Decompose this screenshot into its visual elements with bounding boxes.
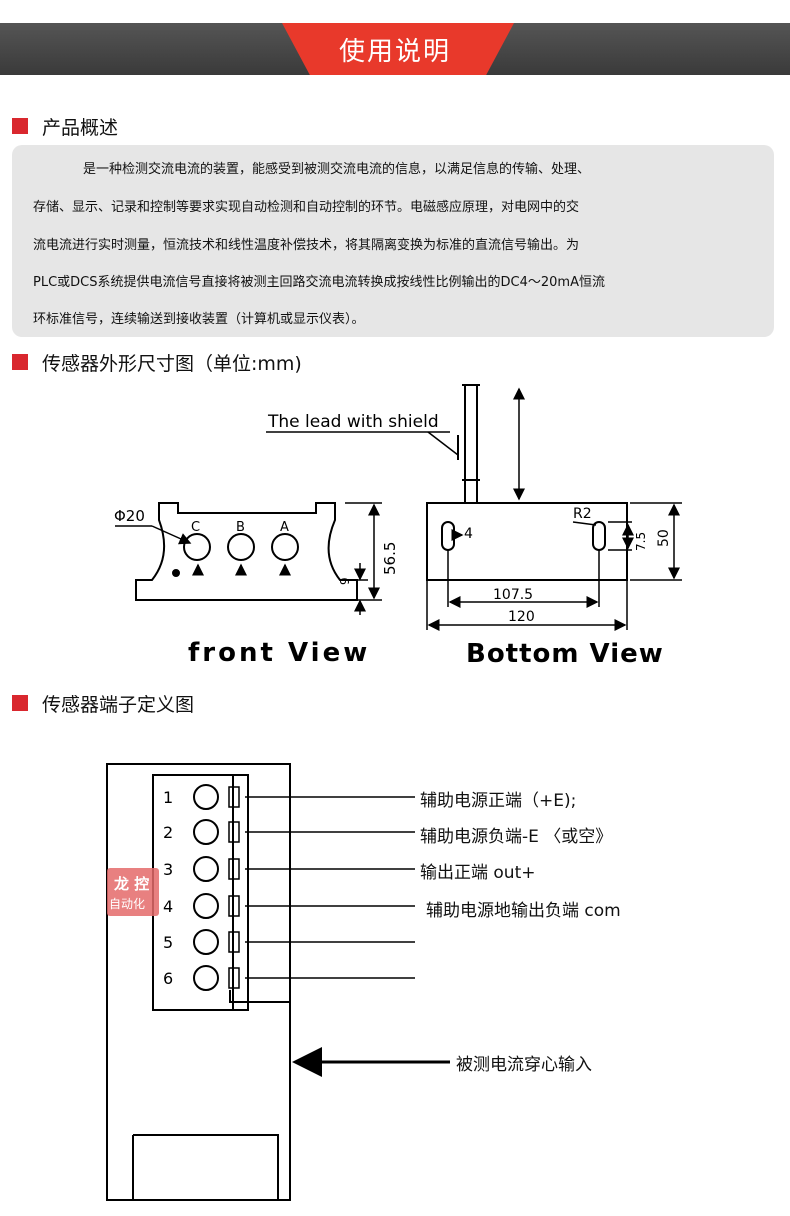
overview-heading-text: 产品概述 bbox=[42, 116, 119, 139]
lead-label: The lead with shield bbox=[267, 412, 439, 432]
terminal-label-a: A bbox=[280, 520, 289, 535]
dimension-drawing: Φ20 C B A 56.5 9 front View The lead wit… bbox=[114, 384, 682, 669]
red-square-bullet bbox=[12, 695, 28, 711]
terminal-number-1: 1 bbox=[163, 788, 173, 807]
hole-label: 4 bbox=[464, 526, 473, 542]
terminal-circle-c bbox=[183, 533, 211, 561]
width-label: 120 bbox=[508, 609, 535, 625]
overview-heading: 产品概述 bbox=[12, 113, 118, 139]
front-height-label: 56.5 bbox=[381, 542, 399, 575]
terminal-label-3: 输出正端 out+ bbox=[420, 863, 536, 883]
terminal-screw-3 bbox=[193, 856, 219, 882]
overview-line-4: PLC或DCS系统提供电流信号直接将被测主回路交流电流转换成按线性比例输出的DC… bbox=[33, 275, 605, 290]
terminal-number-2: 2 bbox=[163, 823, 173, 842]
brand-logo-line1: 龙 控 bbox=[113, 875, 149, 893]
mounting-slot-left bbox=[441, 521, 455, 551]
terminals-heading: 传感器端子定义图 bbox=[12, 690, 194, 716]
bottom-view-outline bbox=[426, 502, 628, 581]
terminal-label-4: 辅助电源地输出负端 com bbox=[426, 901, 621, 921]
current-input-label: 被测电流穿心输入 bbox=[456, 1055, 592, 1075]
front-view-outline bbox=[135, 502, 358, 601]
front-base-label: 9 bbox=[338, 577, 352, 585]
inner-width-label: 107.5 bbox=[493, 587, 533, 603]
terminal-screw-6 bbox=[193, 965, 219, 991]
terminal-screw-1 bbox=[193, 784, 219, 810]
radius-label: R2 bbox=[573, 506, 592, 522]
bottom-height-label: 50 bbox=[656, 529, 672, 547]
terminal-label-c: C bbox=[191, 520, 200, 535]
red-square-bullet bbox=[12, 354, 28, 370]
terminal-screw-5 bbox=[193, 929, 219, 955]
terminal-label-b: B bbox=[236, 520, 245, 535]
terminal-screw-2 bbox=[193, 819, 219, 845]
terminal-screw-4 bbox=[193, 893, 219, 919]
front-view-label: front View bbox=[188, 638, 370, 668]
dimensions-heading-text: 传感器外形尺寸图（单位:mm) bbox=[42, 352, 302, 375]
brand-logo-line2: 自动化 bbox=[109, 897, 145, 911]
terminal-number-3: 3 bbox=[163, 860, 173, 879]
slot-label: 7.5 bbox=[634, 532, 648, 551]
banner-accent bbox=[282, 23, 514, 75]
red-square-bullet bbox=[12, 118, 28, 134]
terminal-label-2: 辅助电源负端-E 〈或空》 bbox=[420, 827, 613, 847]
title-banner: 使用说明 bbox=[0, 23, 790, 75]
terminals-heading-text: 传感器端子定义图 bbox=[42, 693, 195, 716]
dimensions-heading: 传感器外形尺寸图（单位:mm) bbox=[12, 349, 302, 375]
phi-label: Φ20 bbox=[114, 507, 145, 525]
terminal-circle-b bbox=[227, 533, 255, 561]
overview-line-2: 存储、显示、记录和控制等要求实现自动检测和自动控制的环节。电磁感应原理，对电网中… bbox=[33, 200, 580, 215]
bottom-view-label: Bottom View bbox=[466, 639, 664, 669]
terminal-number-6: 6 bbox=[163, 969, 173, 988]
terminal-circle-a bbox=[271, 533, 299, 561]
overview-line-5: 环标准信号，连续输送到接收装置（计算机或显示仪表）。 bbox=[33, 312, 365, 327]
terminal-number-5: 5 bbox=[163, 933, 173, 952]
brand-logo bbox=[107, 868, 159, 916]
overview-line-1: 是一种检测交流电流的装置，能感受到被测交流电流的信息，以满足信息的传输、处理、 bbox=[83, 162, 591, 177]
terminal-number-4: 4 bbox=[163, 897, 173, 916]
terminal-drawing: 1 2 3 4 5 6 龙 控 自动化 bbox=[106, 763, 450, 1201]
overview-line-3: 流电流进行实时测量，恒流技术和线性温度补偿技术，将其隔离变换为标准的直流信号输出… bbox=[33, 238, 580, 253]
terminal-label-1: 辅助电源正端（+E); bbox=[420, 791, 577, 811]
mounting-slot-right bbox=[592, 521, 606, 551]
sensor-body bbox=[106, 763, 291, 1201]
overview-box: 是一种检测交流电流的装置，能感受到被测交流电流的信息，以满足信息的传输、处理、 … bbox=[12, 145, 774, 337]
banner-title: 使用说明 bbox=[338, 37, 451, 67]
